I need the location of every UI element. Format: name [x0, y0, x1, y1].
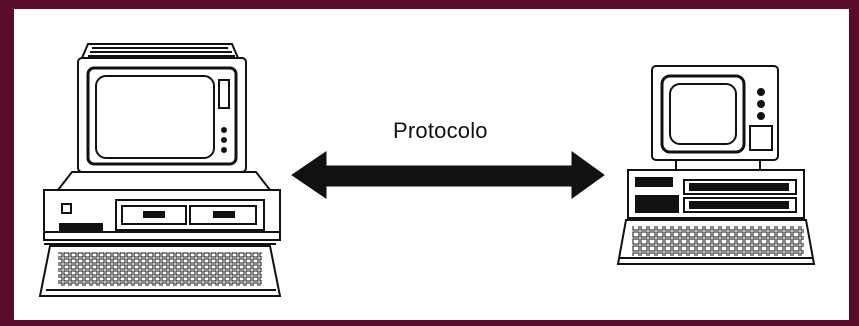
personal-computer-icon: [616, 65, 816, 265]
desktop-computer-icon: [38, 43, 282, 297]
bidirectional-arrow-icon: [291, 151, 605, 199]
arrow-label: Protocolo: [393, 118, 488, 143]
